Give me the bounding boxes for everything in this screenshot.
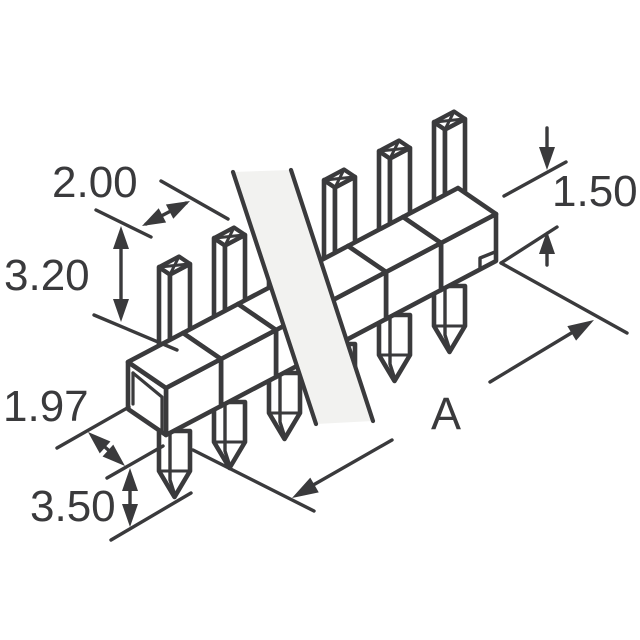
- insulator-height-dimension-label: 1.50: [552, 167, 638, 216]
- dimension-annotations: [55, 126, 629, 542]
- break-band: [230, 167, 376, 427]
- overall-length-ref-label: A: [431, 388, 461, 439]
- body-offset-dimension-label: 1.97: [3, 382, 89, 431]
- dimension-labels: 2.00 3.20 1.97 3.50 1.50 A: [3, 158, 638, 531]
- post-height-dimension-label: 3.20: [4, 251, 90, 300]
- tail-length-dimension-label: 3.50: [30, 482, 116, 531]
- pitch-dimension-label: 2.00: [52, 158, 138, 207]
